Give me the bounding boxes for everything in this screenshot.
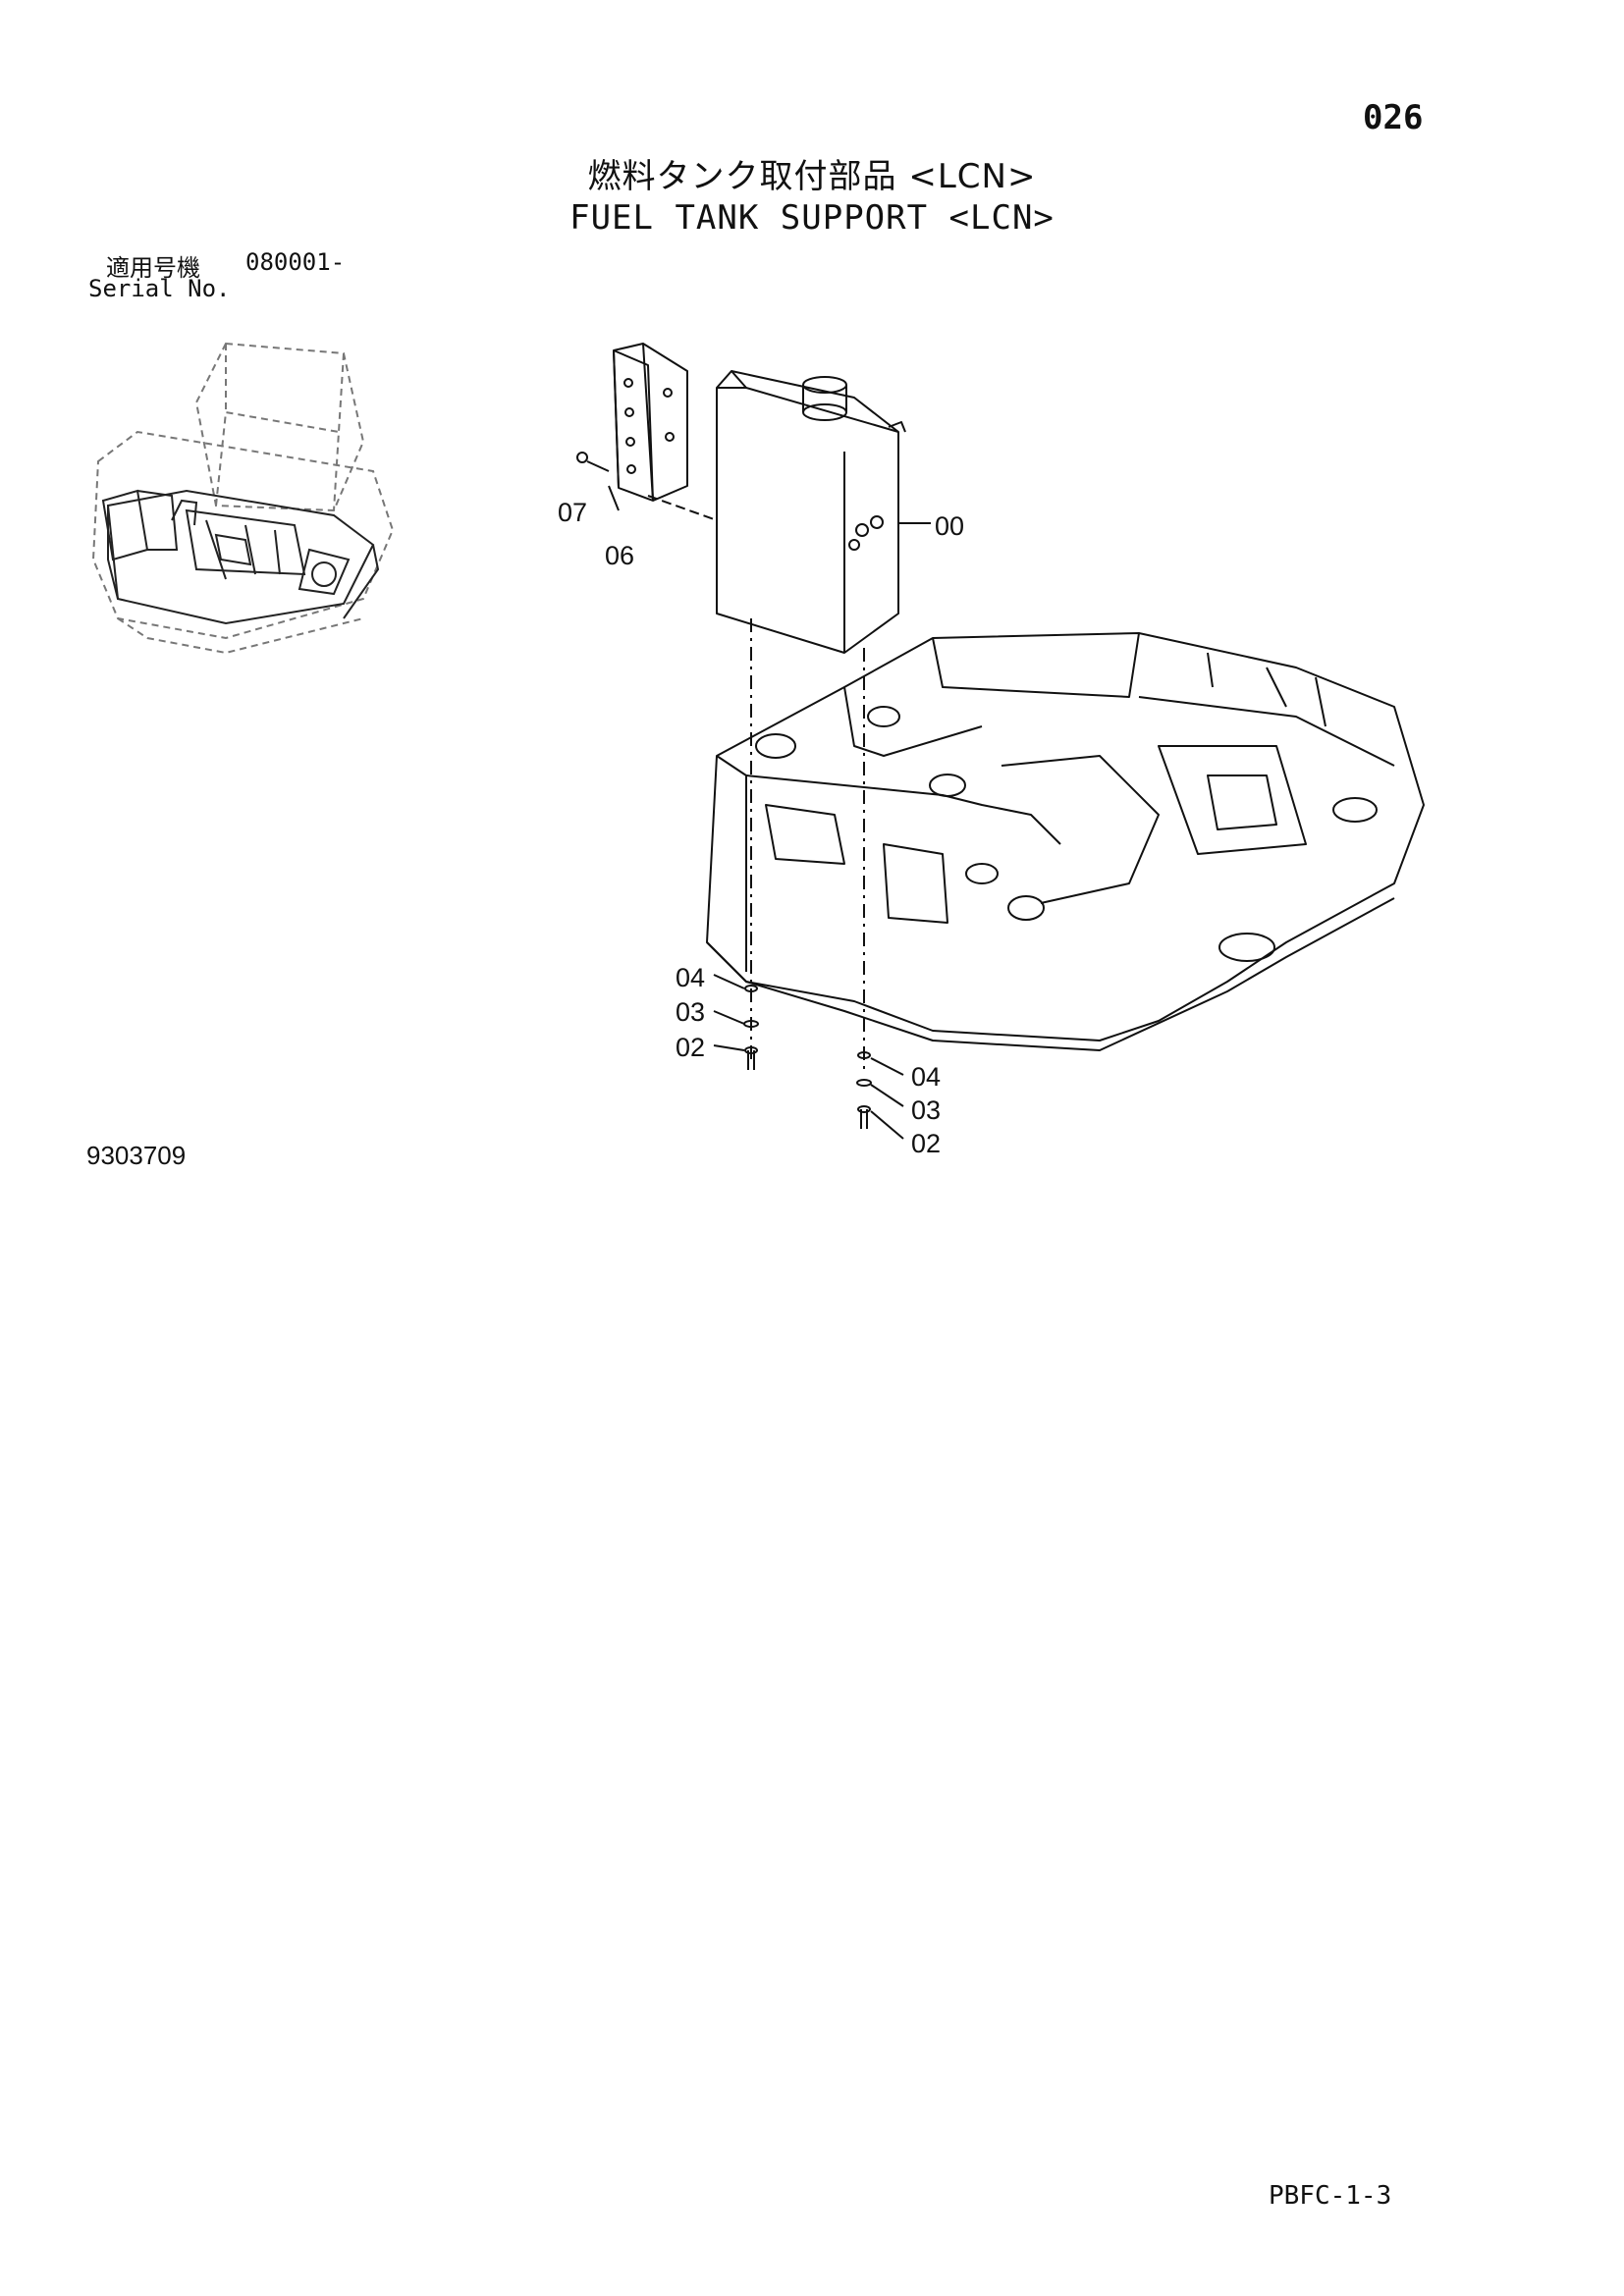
- callout-04-right: 04: [911, 1062, 941, 1092]
- exploded-parts-diagram: 00 06 07 04 03 02 04 03 02: [558, 343, 1425, 1158]
- mounting-line: [647, 495, 718, 521]
- callout-02-left: 02: [676, 1033, 705, 1062]
- fuel-tank: [716, 370, 906, 654]
- drawing-number: 9303709: [86, 1141, 187, 1170]
- serial-label-japanese: 適用号機: [106, 254, 200, 282]
- callout-00: 00: [935, 511, 964, 541]
- document-code: PBFC-1-3: [1269, 2181, 1392, 2211]
- page-number: 026: [1363, 98, 1424, 137]
- callout-02-right: 02: [911, 1129, 941, 1158]
- page-title-japanese: 燃料タンク取付部品 <LCN>: [587, 157, 1037, 196]
- support-bracket: [613, 343, 688, 502]
- serial-number-value: 080001-: [245, 248, 346, 276]
- machine-location-thumbnail: [91, 342, 395, 655]
- right-fastener-stack: [856, 1051, 872, 1129]
- callout-07: 07: [558, 498, 587, 527]
- callout-06: 06: [605, 541, 634, 570]
- callout-04-left: 04: [676, 963, 705, 992]
- page-title-english: FUEL TANK SUPPORT <LCN>: [569, 198, 1055, 238]
- callout-03-right: 03: [911, 1095, 941, 1125]
- upper-frame: [706, 632, 1425, 1051]
- callout-03-left: 03: [676, 997, 705, 1027]
- bolt-07: [576, 452, 610, 472]
- serial-label-english: Serial No.: [88, 275, 231, 302]
